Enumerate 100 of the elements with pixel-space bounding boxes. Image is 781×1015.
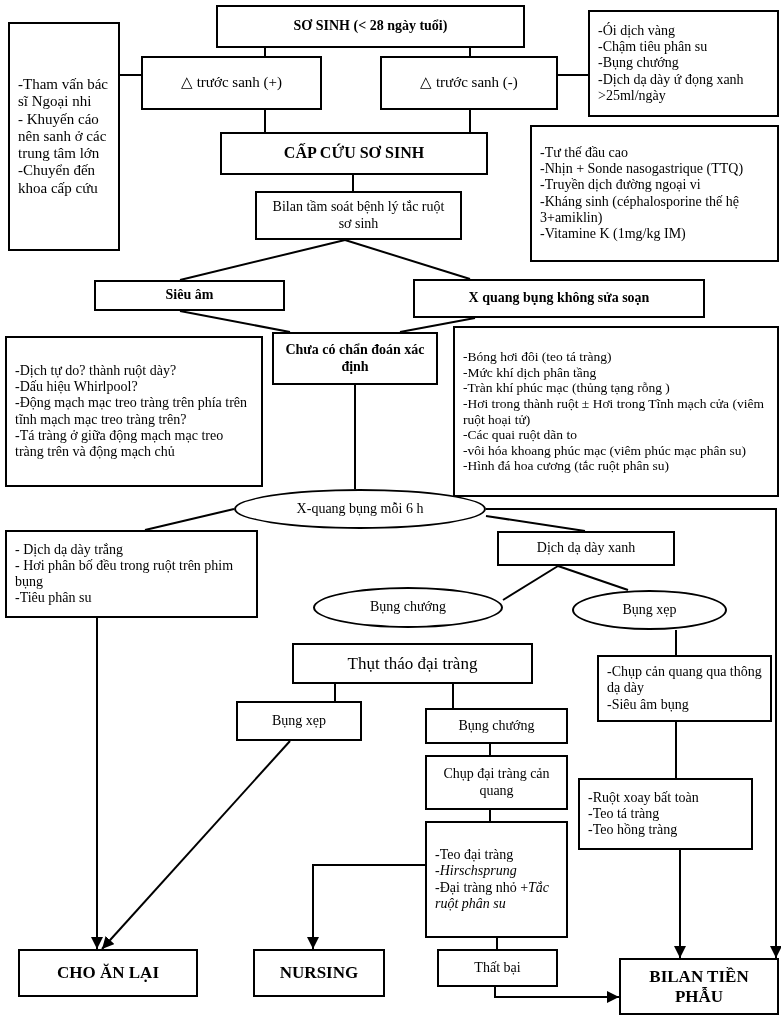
list-item: -Các quai ruột dãn to — [463, 427, 578, 443]
arrow — [101, 740, 291, 950]
connector-line — [496, 937, 498, 950]
node-label: SƠ SINH (< 28 ngày tuổi) — [293, 18, 448, 35]
connector-line — [489, 743, 491, 756]
process-box — [236, 701, 362, 741]
note-box — [597, 655, 772, 722]
connector-line — [352, 174, 354, 192]
list-item: -Nhịn + Sonde nasogastrique (TTQ) — [540, 161, 745, 178]
node-label: Bụng chướng — [458, 717, 535, 735]
connector-line — [469, 109, 471, 133]
connector-line — [264, 109, 266, 133]
process-box — [425, 755, 568, 810]
list-item: -Tá tràng ở giữa động mạch mạc treo tràng trên và động mạch chủ — [15, 427, 225, 460]
process-box — [413, 279, 705, 318]
list-item: -Chụp cản quang qua thông dạ dày — [607, 664, 762, 697]
list-item: - Khuyến cáo nên sanh ở các trung tâm lớn — [18, 110, 108, 163]
arrow — [494, 986, 620, 1003]
arrow — [307, 864, 426, 950]
process-box — [216, 5, 525, 48]
process-box — [619, 958, 779, 1015]
process-box — [18, 949, 198, 997]
list-item: -Kháng sinh (céphalosporine thế hệ 3+amiklin) — [540, 193, 741, 226]
connector-line — [344, 239, 471, 280]
note-box — [588, 10, 779, 117]
node-label: Thất bại — [474, 959, 521, 977]
node-label: NURSING — [279, 963, 359, 983]
connector-line — [557, 565, 629, 591]
list-item: -Mức khí dịch phân tầng — [463, 364, 598, 381]
connector-line — [557, 74, 589, 76]
connector-line — [264, 47, 266, 57]
arrow — [674, 849, 686, 959]
node-label: X-quang bụng mỗi 6 h — [296, 500, 424, 518]
process-box — [292, 643, 533, 684]
process-box — [220, 132, 488, 175]
process-box — [380, 56, 558, 110]
connector-line — [485, 515, 586, 532]
connector-line — [144, 508, 235, 531]
note-box — [530, 125, 779, 262]
note-box — [453, 326, 779, 497]
list-item: -Dấu hiệu Whirlpool? — [15, 379, 139, 396]
note-box — [5, 336, 263, 487]
process-box — [497, 531, 675, 566]
list-item: -Vitamine K (1mg/kg IM) — [540, 225, 687, 242]
connector-line — [179, 310, 291, 333]
node-label: Bụng chướng — [369, 599, 446, 616]
node-label: Chưa có chẩn đoán xác định — [284, 342, 426, 375]
list-item: -Dịch dạ dày ứ đọng xanh >25ml/ngày — [598, 71, 745, 104]
list-item: -Teo tá tràng — [588, 805, 661, 823]
list-item: -Dịch tự do? thành ruột dày? — [15, 363, 178, 380]
list-item: -Siêu âm bụng — [607, 696, 690, 713]
list-item: -Bóng hơi đôi (teo tá tràng) — [463, 349, 613, 365]
list-item: -Hirschsprung — [435, 863, 518, 880]
list-item: -Tham vấn bác sĩ Ngoại nhi — [18, 76, 109, 111]
process-box — [425, 708, 568, 744]
connector-line — [334, 683, 336, 702]
process-box — [94, 280, 285, 311]
node-label: Bụng xẹp — [622, 601, 677, 619]
list-item: -Bụng chướng — [598, 55, 680, 72]
note-box — [425, 821, 568, 938]
list-item: -Động mạch mạc treo tràng trên phía trên tĩnh mạch mạc treo tràng trên? — [15, 395, 249, 428]
note-box — [578, 778, 753, 850]
list-item: - Dịch dạ dày trắng — [15, 541, 125, 558]
node-label: X quang bụng không sửa soạn — [468, 290, 650, 307]
process-box — [141, 56, 322, 110]
list-item: -Hơi trong thành ruột ± Hơi trong Tĩnh mạch cửa (viêm ruột hoại tử) — [463, 396, 765, 427]
connector-line — [489, 809, 491, 822]
list-item: -Tư thế đầu cao — [540, 145, 630, 162]
connector-line — [502, 565, 559, 601]
node-label: BILAN TIỀN PHẪU — [648, 966, 750, 1007]
node-label: CẤP CỨU SƠ SINH — [283, 144, 425, 163]
connector-line — [179, 239, 346, 281]
list-item: -Chậm tiêu phân su — [598, 39, 709, 56]
list-item: -Ruột xoay bất toàn — [588, 789, 700, 806]
node-label: Dịch dạ dày xanh — [536, 540, 636, 557]
arrow — [485, 508, 781, 959]
connector-line — [675, 629, 677, 656]
list-item: -Chuyển đến khoa cấp cứu — [18, 162, 99, 197]
connector-line — [354, 384, 356, 490]
connector-line — [452, 683, 454, 709]
process-box — [253, 949, 385, 997]
list-item: -Đại tràng nhỏ +Tắc ruột phân su — [435, 879, 551, 912]
node-label: Siêu âm — [165, 287, 214, 304]
note-box — [5, 530, 258, 618]
process-box — [255, 191, 462, 240]
list-item: -Tiêu phân su — [15, 590, 93, 607]
connector-line — [119, 74, 142, 76]
list-item: - Hơi phân bố đều trong ruột trên phim bụng — [15, 557, 235, 591]
list-item: -Teo hồng tràng — [588, 822, 679, 839]
list-item: -Ói dịch vàng — [598, 23, 676, 40]
node-label: Bụng xẹp — [271, 712, 327, 730]
note-box — [8, 22, 120, 251]
list-item: -Teo đại tràng — [435, 847, 515, 864]
node-label: Bilan tầm soát bệnh lý tắc ruột sơ sinh — [271, 199, 446, 232]
process-box — [272, 332, 438, 385]
node-label: CHO ĂN LẠI — [57, 963, 159, 983]
list-item: -vôi hóa khoang phúc mạc (viêm phúc mạc phân su) — [463, 442, 748, 459]
list-item: -Truyền dịch đường ngoại vi — [540, 177, 702, 194]
connector-line — [675, 721, 677, 779]
arrow — [91, 617, 103, 950]
